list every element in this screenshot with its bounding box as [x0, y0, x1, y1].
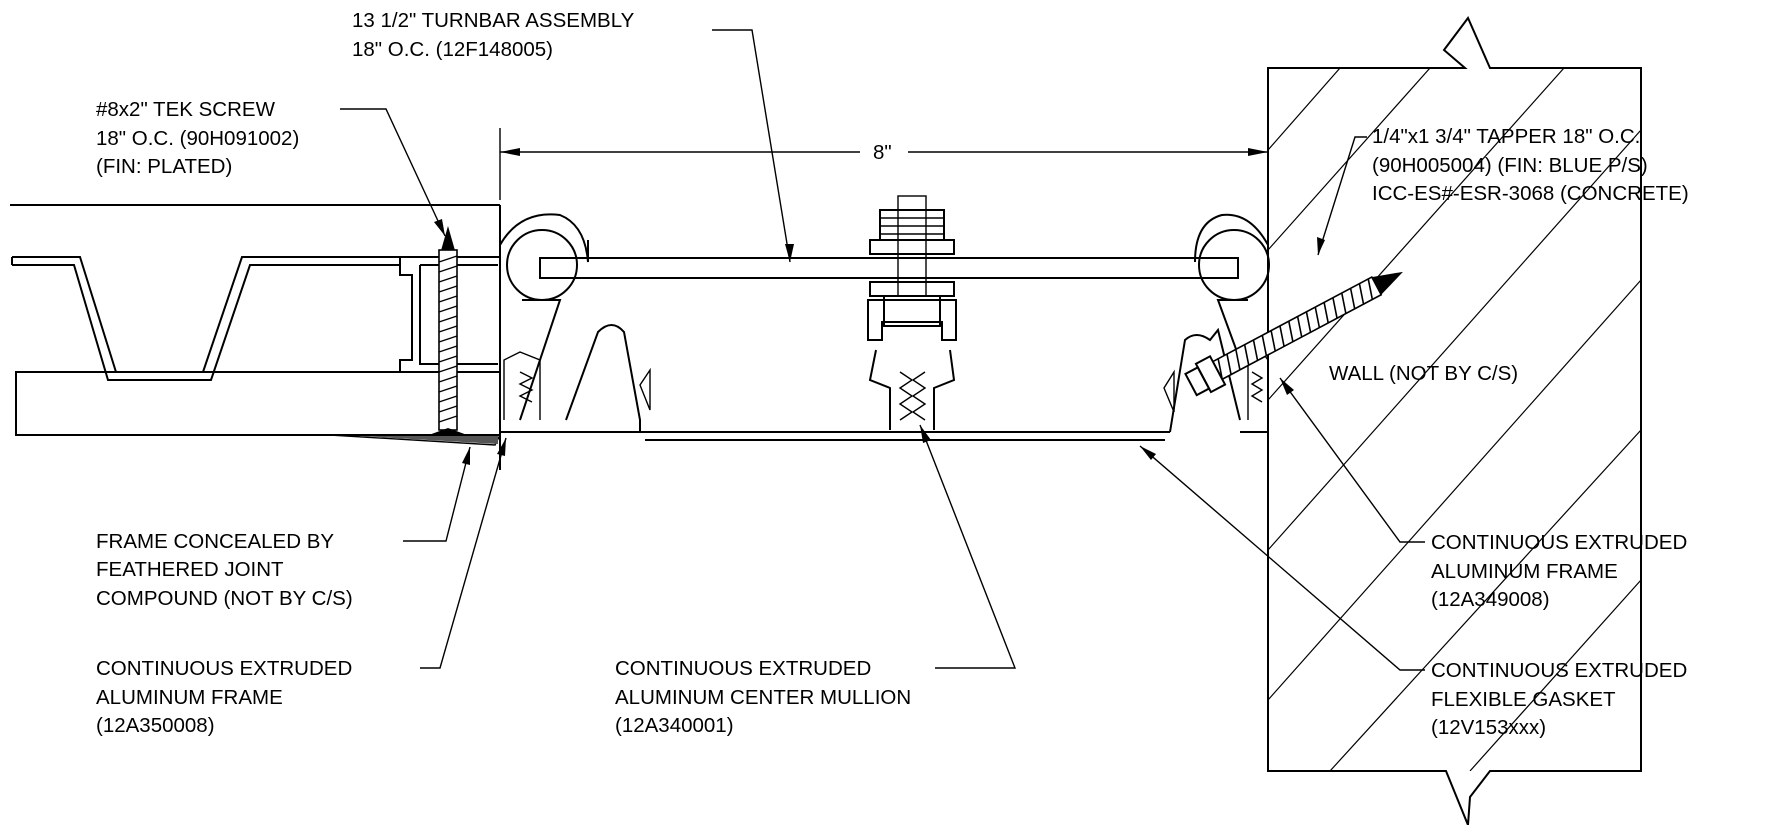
callout-turnbar: 13 1/2" TURNBAR ASSEMBLY 18" O.C. (12F14…: [352, 9, 635, 61]
concrete-wall: [1267, 16, 1642, 825]
tapper-line-2: (90H005004) (FIN: BLUE P/S): [1372, 154, 1648, 177]
callout-gasket: CONTINUOUS EXTRUDED FLEXIBLE GASKET (12V…: [1431, 659, 1687, 739]
dimension-label: 8": [873, 141, 892, 164]
callout-frame-right: CONTINUOUS EXTRUDED ALUMINUM FRAME (12A3…: [1431, 531, 1687, 611]
leader-lines: [340, 29, 1425, 671]
turnbar: [539, 195, 1239, 327]
turnbar-line-2: 18" O.C. (12F148005): [352, 38, 553, 61]
frame-right-line-2: ALUMINUM FRAME: [1431, 560, 1618, 583]
tek-screw-line-2: 18" O.C. (90H091002): [96, 127, 299, 150]
left-substrate: [10, 204, 501, 470]
frame-left-line-1: CONTINUOUS EXTRUDED: [96, 657, 352, 680]
wall-label: WALL (NOT BY C/S): [1329, 362, 1518, 385]
tapper-line-1: 1/4"x1 3/4" TAPPER 18" O.C.: [1372, 125, 1640, 148]
tek-screw-line-3: (FIN: PLATED): [96, 155, 232, 178]
frame-right-line-3: (12A349008): [1431, 588, 1550, 611]
callout-center-mullion: CONTINUOUS EXTRUDED ALUMINUM CENTER MULL…: [615, 657, 911, 737]
tapper-screw: [1184, 271, 1403, 397]
dimension-8in: 8": [499, 128, 1269, 200]
center-mullion-line-3: (12A340001): [615, 714, 734, 737]
frame-concealed-line-1: FRAME CONCEALED BY: [96, 530, 334, 553]
callout-frame-left: CONTINUOUS EXTRUDED ALUMINUM FRAME (12A3…: [96, 657, 352, 737]
frame-left-line-2: ALUMINUM FRAME: [96, 686, 283, 709]
center-mullion-line-2: ALUMINUM CENTER MULLION: [615, 686, 911, 709]
tek-screw: [426, 226, 470, 436]
callout-tapper: 1/4"x1 3/4" TAPPER 18" O.C. (90H005004) …: [1372, 125, 1689, 205]
frame-concealed-line-2: FEATHERED JOINT: [96, 558, 284, 581]
gasket-line-2: FLEXIBLE GASKET: [1431, 688, 1616, 711]
frame-concealed-line-3: COMPOUND (NOT BY C/S): [96, 587, 353, 610]
gasket-line-3: (12V153xxx): [1431, 716, 1546, 739]
wall-hatch: [1268, 68, 1641, 771]
frame-right-line-1: CONTINUOUS EXTRUDED: [1431, 531, 1687, 554]
frame-left-line-3: (12A350008): [96, 714, 215, 737]
tek-screw-line-1: #8x2" TEK SCREW: [96, 98, 276, 121]
center-mullion-line-1: CONTINUOUS EXTRUDED: [615, 657, 871, 680]
callout-frame-concealed: FRAME CONCEALED BY FEATHERED JOINT COMPO…: [96, 530, 353, 610]
joint-cover-assembly: [499, 213, 1270, 441]
tapper-line-3: ICC-ES#-ESR-3068 (CONCRETE): [1372, 182, 1689, 205]
gasket-line-1: CONTINUOUS EXTRUDED: [1431, 659, 1687, 682]
callout-tek-screw: #8x2" TEK SCREW 18" O.C. (90H091002) (FI…: [96, 98, 299, 178]
turnbar-line-1: 13 1/2" TURNBAR ASSEMBLY: [352, 9, 635, 32]
